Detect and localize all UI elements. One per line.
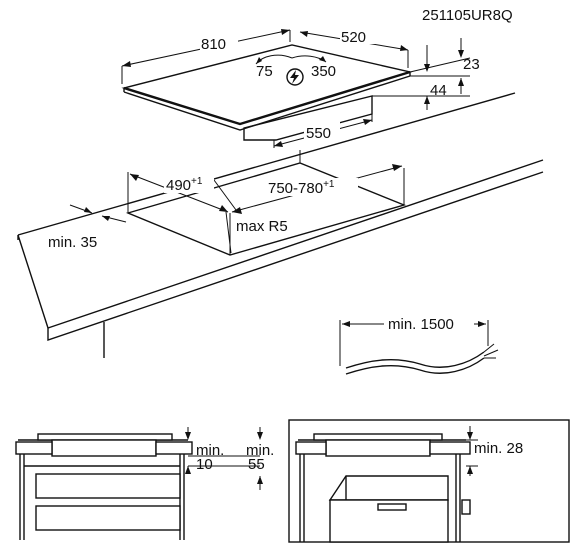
gap-top-min-label: min. xyxy=(196,442,224,459)
cutout-width-dimension: 750-780+1 xyxy=(231,164,403,214)
cable-length-label: min. 1500 xyxy=(388,316,454,333)
hob-height-dimensions: 23 44 xyxy=(372,38,480,110)
worktop xyxy=(17,92,544,358)
hob-width-dimension: 810 xyxy=(121,29,291,84)
cabinet-oven-view: min. 28 xyxy=(288,419,570,543)
hob-depth-label: 520 xyxy=(341,29,366,46)
gap-bottom-value-label: 55 xyxy=(248,456,265,473)
terminal-x-label: 75 xyxy=(256,63,273,80)
gap-bottom-min-label: min. xyxy=(246,442,274,459)
frame-height-label: 23 xyxy=(463,56,480,73)
box-width-dimension: 550 xyxy=(273,114,373,148)
cutout-depth-dimension: 490+1 xyxy=(129,173,229,213)
box-width-label: 550 xyxy=(306,125,331,142)
cabinet-drawers-view: min. 10 min. 55 xyxy=(15,427,274,540)
gap-top-value-label: 10 xyxy=(196,456,213,473)
cutout-opening xyxy=(125,150,407,256)
corner-radius-label: max R5 xyxy=(236,218,288,235)
terminal-y-label: 350 xyxy=(311,63,336,80)
front-distance-label: min. 35 xyxy=(48,234,97,251)
cutout-depth-label: 490+1 xyxy=(166,176,203,194)
hob-appliance xyxy=(121,44,413,141)
electrical-terminal-icon xyxy=(286,68,304,86)
hob-depth-dimension: 520 xyxy=(299,27,409,68)
power-cable: min. 1500 xyxy=(339,316,499,375)
terminal-position: 75 350 xyxy=(255,54,336,86)
hob-width-label: 810 xyxy=(201,36,226,53)
total-height-label: 44 xyxy=(430,82,447,99)
front-distance-dimension: min. 35 xyxy=(48,204,127,251)
cutout-width-label: 750-780+1 xyxy=(268,179,335,197)
figure-code: 251105UR8Q xyxy=(422,7,513,24)
gap-oven-label: min. 28 xyxy=(474,440,523,457)
